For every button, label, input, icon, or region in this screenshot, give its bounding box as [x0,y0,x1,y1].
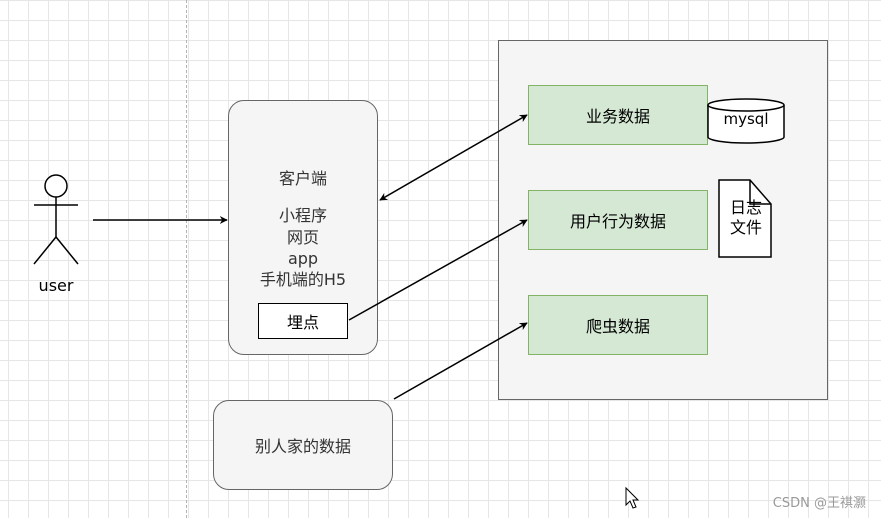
user-stick-figure [33,174,79,265]
other-data-to-crawler-arrow [393,322,528,400]
client-line-app: app [287,249,319,268]
log-file-icon [718,179,772,258]
mouse-cursor-icon [625,486,640,509]
client-business-data-bidirectional-arrow [379,114,528,201]
business-data-box: 业务数据 [528,85,708,145]
client-line-h5: 手机端的H5 [259,270,347,289]
mysql-label: mysql [723,110,769,128]
mysql-database-icon [707,98,785,144]
client-title: 客户端 [278,169,327,188]
other-data-node: 别人家的数据 [213,400,393,490]
crawler-data-box: 爬虫数据 [528,295,708,355]
log-file-label: 日志 文件 [720,198,772,238]
watermark: CSDN @王祺灏 [772,496,866,511]
dashed-guide-line [186,0,187,518]
client-line-mini-program: 小程序 [278,206,327,225]
tracking-point-box: 埋点 [258,303,348,339]
tracking-to-behavior-arrow [348,219,528,321]
user-behavior-data-box: 用户行为数据 [528,190,708,250]
user-label: user [38,276,74,295]
client-line-web: 网页 [286,228,319,247]
log-file-label-line-1: 日志 [729,198,762,217]
log-file-label-line-2: 文件 [729,218,762,237]
